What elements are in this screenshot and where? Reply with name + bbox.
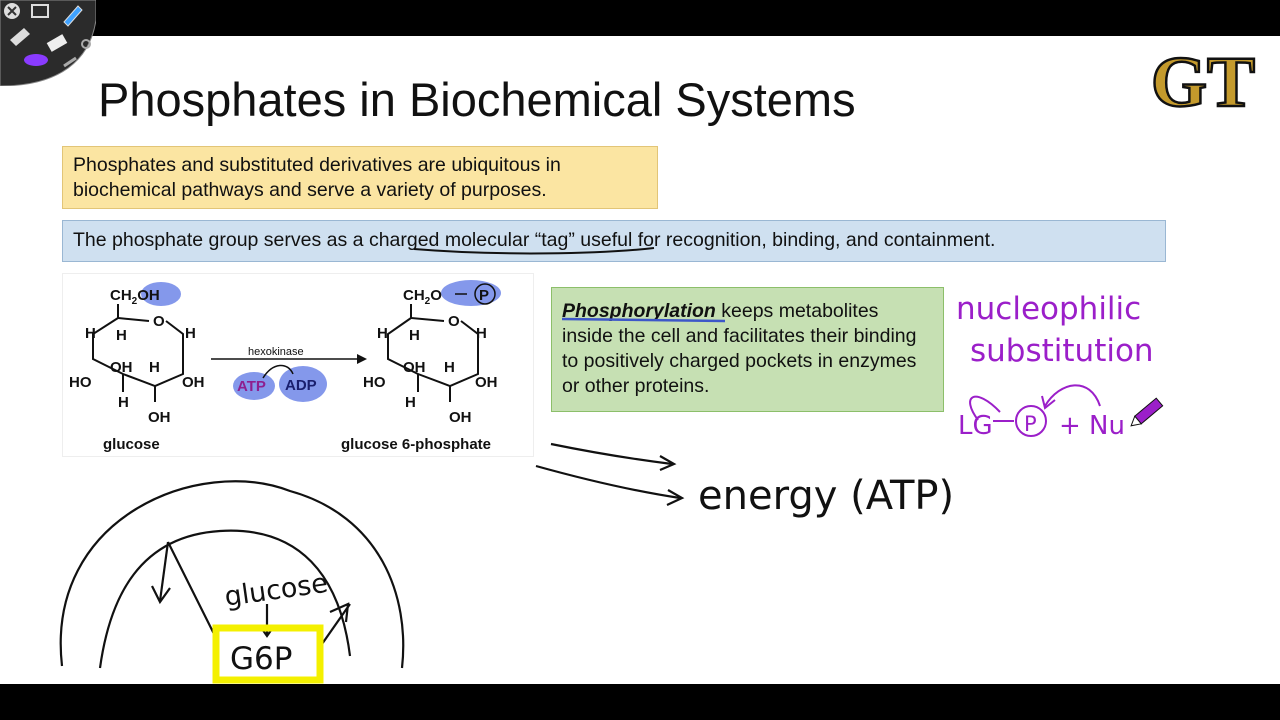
letterbox-bottom [0,684,1280,720]
g6p-sub2: 2 [425,296,431,307]
intro-text: Phosphates and substituted derivatives a… [73,154,561,201]
atp-label: ATP [237,378,266,395]
g6p-structure: CH2O P O H H H OH H HO OH H [363,280,501,426]
note-nucleophilic: nucleophilic [956,291,1141,327]
tag-underline [413,247,655,255]
black-ink-arrows [535,442,685,506]
note-plus-nu: + Nu [1059,411,1125,441]
purple-notes: nucleophilic substitution LG + Nu P [956,291,1154,441]
glucose-ho: HO [69,374,92,391]
settings-icon[interactable] [81,39,91,49]
g6p-h1: H [377,325,388,342]
tag-suffix: useful for recognition, binding, and con… [574,229,996,251]
note-energy: energy (ATP) [698,473,954,519]
note-glucose: glucose [223,568,330,613]
pencil-cursor-icon [1130,397,1164,427]
share-icon[interactable] [31,4,49,18]
g6p-h3: H [476,325,487,342]
phosphorylation-underline [561,317,726,323]
intro-box: Phosphates and substituted derivatives a… [62,146,658,209]
undo-icon[interactable] [24,54,48,66]
phosphorylation-text: keeps metabolites inside the cell and fa… [562,300,917,397]
note-p: P [1024,412,1037,436]
phosphate-p: P [479,287,489,304]
gt-logo: GT [1150,44,1257,116]
note-arrow-lg [969,395,1001,421]
glucose-h2: H [116,327,127,344]
glucose-sub2: 2 [132,296,138,307]
slide: Phosphates in Biochemical Systems GT Pho… [0,36,1280,684]
glucose-label: glucose [103,436,160,453]
slide-title: Phosphates in Biochemical Systems [98,73,856,126]
note-substitution: substitution [970,333,1154,369]
g6p-h5: H [405,394,416,411]
glucose-h3: H [185,325,196,342]
glucose-oh: OH [137,287,160,304]
g6p-highlight-box [212,624,324,684]
ink-toolbar [0,0,96,86]
svg-text:CH2OH: CH2OH [110,287,160,307]
adp-label: ADP [285,377,317,394]
hexokinase-diagram: CH2OH O H H H OH H HO OH H OH gluc [62,273,534,457]
glucose-structure: CH2OH O H H H OH H HO OH H OH [69,282,205,426]
phosphorylation-box: Phosphorylation keeps metabolites inside… [551,287,944,412]
glucose-oh2: OH [110,359,133,376]
g6p-oh4: OH [449,409,472,426]
g6p-label: glucose 6-phosphate [341,436,491,453]
g6p-o: O [430,287,442,304]
glucose-oh3: OH [182,374,205,391]
cell-sketch [59,480,405,669]
glucose-ring-o: O [153,313,165,330]
glucose-h5: H [118,394,129,411]
glucose-h1: H [85,325,96,342]
note-p-circle [1015,405,1047,437]
tag-prefix: The phosphate group serves as a [73,229,369,251]
note-arrowhead [1041,395,1056,410]
eraser-icon[interactable] [46,34,68,52]
close-icon[interactable] [4,3,20,19]
pen-icon[interactable] [63,5,83,27]
tag-box: The phosphate group serves as a charged … [62,220,1166,262]
highlighter-icon[interactable] [10,28,30,46]
oh-highlight [141,282,181,306]
gt-logo-text: GT [1151,44,1255,116]
g6p-ch2: CH [403,287,425,304]
glucose-ch2: CH [110,287,132,304]
tag-highlight: charged molecular “tag” [368,229,575,251]
glucose-oh4: OH [148,409,171,426]
g6p-oh3: OH [475,374,498,391]
letterbox-top [0,0,1280,36]
note-g6p: G6P [230,641,292,677]
svg-text:CH2O: CH2O [403,287,442,307]
note-arrow-nu [1044,384,1101,407]
glucose-h4: H [149,359,160,376]
enzyme-label: hexokinase [248,346,304,358]
g6p-h4: H [444,359,455,376]
phosphorylation-term: Phosphorylation [562,300,716,322]
reaction-arrow: hexokinase ATP ADP [211,346,367,402]
phosphate-highlight [441,280,501,306]
g6p-h2: H [409,327,420,344]
g6p-ho: HO [363,374,386,391]
ink-annotations: nucleophilic substitution LG + Nu P ener… [59,247,1164,684]
g6p-oh2: OH [403,359,426,376]
redo-icon[interactable] [63,56,77,68]
g6p-ring-o: O [448,313,460,330]
